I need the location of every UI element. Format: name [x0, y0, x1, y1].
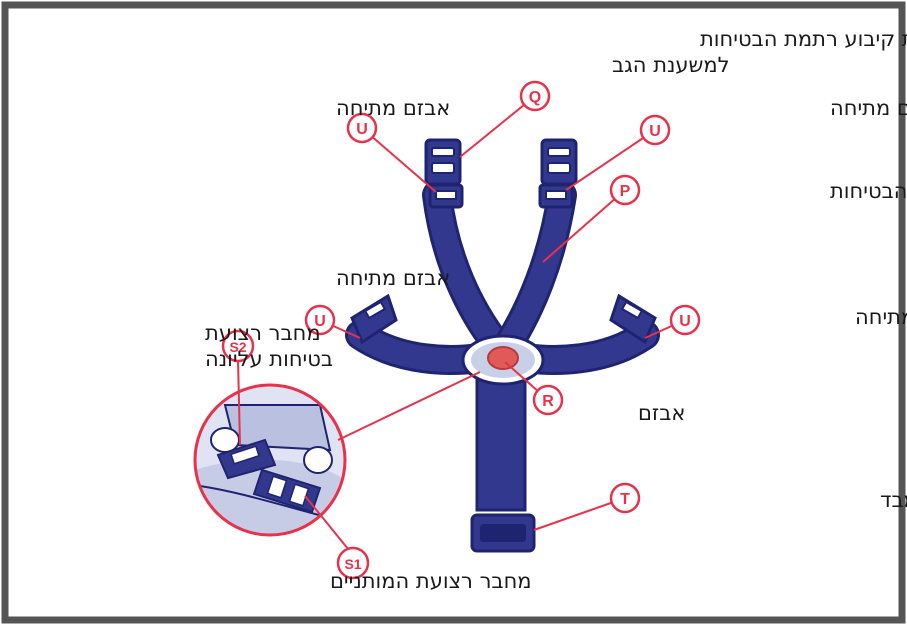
badge-s2: S2: [221, 329, 255, 363]
label-s2-line1: מחבר רצועת: [205, 321, 321, 345]
svg-text:U: U: [356, 121, 368, 138]
svg-text:T: T: [620, 491, 630, 508]
svg-text:Q: Q: [529, 89, 541, 106]
label-u-mid-right: אבזם מתיחה: [855, 305, 907, 329]
labels: טבעות קיבוע רתמת הבטיחות למשענת הגב אבזם…: [205, 27, 907, 593]
label-u-mid-left: אבזם מתיחה: [336, 266, 450, 290]
central-buckle: [461, 334, 545, 386]
left-side-adjuster: [350, 293, 398, 345]
left-shoulder-strap: [425, 183, 509, 357]
label-s1: מחבר רצועת המותניים: [330, 569, 532, 593]
svg-text:U: U: [314, 313, 326, 330]
svg-text:P: P: [620, 183, 631, 200]
badge-u-mid-right: U: [669, 304, 701, 336]
svg-text:S1: S1: [344, 556, 361, 572]
badge-t: T: [609, 482, 641, 514]
svg-text:R: R: [542, 393, 554, 410]
top-left-adjuster: [424, 138, 464, 209]
svg-text:S2: S2: [229, 339, 246, 355]
badge-u-top-left: U: [346, 112, 378, 144]
svg-text:U: U: [679, 313, 691, 330]
badge-p: P: [609, 174, 641, 206]
svg-text:U: U: [649, 123, 661, 140]
badge-u-mid-left: U: [304, 304, 336, 336]
crotch-pad: [470, 513, 536, 553]
label-s2-line2: בטיחות עליונה: [205, 347, 333, 371]
harness-illustration: [345, 138, 660, 553]
label-u-top-left: אבזם מתיחה: [336, 96, 450, 120]
badge-u-top-right: U: [639, 114, 671, 146]
crotch-strap: [475, 378, 527, 512]
label-q-line1: טבעות קיבוע רתמת הבטיחות: [700, 27, 907, 51]
label-t: רצועת מפשעה מבד: [880, 488, 907, 512]
connector-inset: [193, 383, 347, 537]
right-side-adjuster: [609, 293, 657, 345]
badge-q: Q: [519, 80, 551, 112]
top-right-adjuster: [538, 138, 578, 209]
badge-s1: S1: [336, 546, 370, 580]
right-shoulder-strap: [496, 183, 574, 357]
label-r: אבזם: [638, 401, 685, 425]
label-p: רתמת הבטיחות: [830, 179, 907, 203]
label-u-top-right: אבזם מתיחה: [830, 96, 907, 120]
label-q-line2: למשענת הגב: [612, 53, 730, 77]
badge-r: R: [532, 384, 564, 416]
